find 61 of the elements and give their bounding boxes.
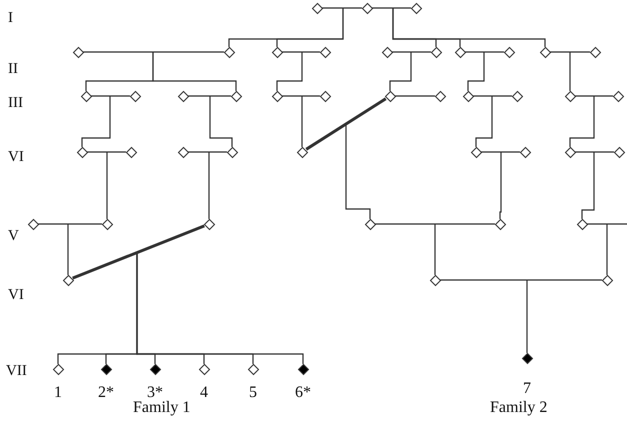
- consanguineous-mating-line: [72, 224, 205, 280]
- descent-line: [389, 52, 412, 91]
- descent-line: [475, 96, 493, 147]
- mating-line: [587, 223, 627, 225]
- descent-line: [208, 152, 210, 219]
- mating-line: [392, 51, 431, 53]
- descent-line: [67, 224, 69, 275]
- mating-line: [550, 51, 590, 53]
- mating-line: [38, 223, 102, 225]
- descent-line: [569, 52, 571, 91]
- descent-line: [467, 52, 485, 91]
- mating-line: [575, 95, 613, 97]
- descent-line: [606, 224, 608, 275]
- descent-line: [581, 152, 595, 219]
- mating-line: [575, 151, 614, 153]
- individual-number: 1: [53, 384, 63, 402]
- mating-line: [188, 95, 231, 97]
- descent-line: [499, 152, 502, 219]
- individual-number: 2*: [97, 384, 115, 402]
- mating-line: [91, 95, 130, 97]
- individual-number: 6*: [294, 384, 312, 402]
- family-label: Family 2: [490, 399, 548, 416]
- descent-line: [392, 8, 546, 47]
- descent-line: [569, 96, 595, 147]
- individual-number: 4: [199, 384, 209, 402]
- individual-number: 7: [522, 380, 532, 398]
- descent-line: [209, 96, 233, 147]
- mating-line: [282, 95, 320, 97]
- mating-line: [395, 95, 435, 97]
- generation-label: II: [8, 61, 18, 78]
- individual-number: 3*: [146, 384, 164, 400]
- family-label: Family 1: [133, 399, 190, 416]
- descent-line: [526, 280, 528, 353]
- descent-line: [136, 253, 304, 364]
- mating-line: [188, 151, 227, 153]
- individual-number: 5: [248, 384, 258, 402]
- descent-line: [276, 8, 344, 47]
- mating-line: [473, 95, 512, 97]
- descent-line: [301, 96, 303, 147]
- mating-line: [83, 51, 224, 53]
- mating-line: [282, 51, 320, 53]
- mating-line: [375, 223, 495, 225]
- mating-line: [87, 151, 126, 153]
- mating-line: [481, 151, 520, 153]
- descent-line: [345, 124, 371, 219]
- generation-label: VI: [8, 149, 24, 166]
- mating-line: [372, 7, 411, 9]
- descent-line: [434, 224, 436, 275]
- descent-line: [106, 152, 108, 219]
- consanguineous-mating-line: [305, 97, 387, 151]
- generation-label: III: [8, 95, 23, 112]
- generation-label: VI: [8, 287, 24, 304]
- mating-line: [465, 51, 504, 53]
- generation-label: I: [8, 10, 13, 27]
- descent-line: [81, 96, 111, 147]
- descent-line: [276, 52, 303, 91]
- mating-line: [322, 7, 362, 9]
- mating-line: [440, 279, 602, 281]
- generation-label: VII: [6, 363, 27, 380]
- generation-label: V: [8, 228, 19, 245]
- descent-line: [152, 52, 237, 91]
